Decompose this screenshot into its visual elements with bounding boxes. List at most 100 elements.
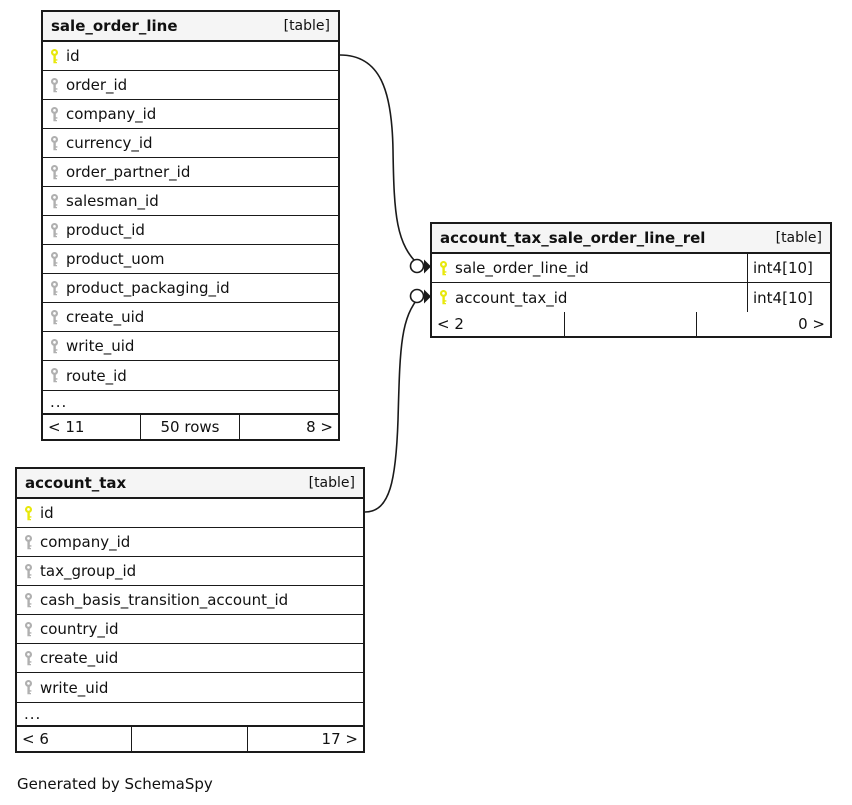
foreign-key-icon: [51, 106, 58, 121]
column-row[interactable]: product_uom: [43, 245, 338, 274]
column-name-label: product_id: [66, 221, 145, 239]
column-row[interactable]: order_id: [43, 71, 338, 100]
column-row[interactable]: write_uid: [43, 332, 338, 361]
column-name-label: company_id: [40, 533, 131, 551]
foreign-key-icon: [51, 338, 58, 353]
column-row[interactable]: id: [43, 42, 338, 71]
foreign-key-icon: [51, 280, 58, 295]
table-header-sale-order-line: sale_order_line[table]: [43, 12, 338, 42]
table-footer: < 6 17 >: [17, 727, 363, 751]
column-name-cell: product_id: [43, 221, 338, 239]
column-name-cell: tax_group_id: [17, 562, 363, 580]
foreign-key-icon: [51, 222, 58, 237]
column-row[interactable]: write_uid: [17, 673, 363, 702]
column-row[interactable]: tax_group_id: [17, 557, 363, 586]
column-name-cell: country_id: [17, 620, 363, 638]
column-type-cell: int4[10]: [747, 254, 830, 282]
relationship-endpoint-circle: [409, 288, 425, 304]
foreign-key-icon: [25, 680, 32, 695]
column-name-cell: write_uid: [17, 679, 363, 697]
column-row[interactable]: account_tax_id int4[10]: [432, 283, 830, 312]
more-columns-ellipsis: ...: [43, 390, 338, 415]
column-name-label: create_uid: [40, 649, 119, 667]
column-row[interactable]: create_uid: [17, 644, 363, 673]
column-name-label: salesman_id: [66, 192, 159, 210]
footer-child-count[interactable]: 17 >: [321, 730, 358, 748]
column-row[interactable]: create_uid: [43, 303, 338, 332]
footer-parent-count[interactable]: < 11: [43, 415, 142, 439]
table-kind-label: [table]: [775, 230, 822, 246]
primary-key-icon: [440, 290, 447, 305]
foreign-key-icon: [25, 563, 32, 578]
foreign-key-icon: [51, 193, 58, 208]
column-name-cell: product_uom: [43, 250, 338, 268]
column-name-label: account_tax_id: [455, 288, 568, 307]
foreign-key-icon: [25, 534, 32, 549]
footer-child-count[interactable]: 8 >: [306, 418, 333, 436]
table-footer: < 2 0 >: [432, 312, 830, 336]
foreign-key-icon: [51, 164, 58, 179]
column-name-cell: salesman_id: [43, 192, 338, 210]
table-sale-order-line[interactable]: sale_order_line[table]id order_id company_…: [41, 10, 340, 441]
column-row[interactable]: company_id: [43, 100, 338, 129]
footer-row-count: [565, 312, 698, 336]
column-name-label: id: [40, 504, 54, 522]
column-row[interactable]: country_id: [17, 615, 363, 644]
foreign-key-icon: [51, 77, 58, 92]
footer-child-count[interactable]: 0 >: [798, 315, 826, 333]
foreign-key-icon: [25, 650, 32, 665]
column-name-cell: company_id: [43, 105, 338, 123]
foreign-key-icon: [51, 251, 58, 266]
column-row[interactable]: product_packaging_id: [43, 274, 338, 303]
column-name-cell: write_uid: [43, 337, 338, 355]
table-account-tax-sale-order-line-rel[interactable]: account_tax_sale_order_line_rel [table] sa…: [430, 222, 832, 338]
column-name-label: route_id: [66, 366, 127, 385]
primary-key-icon: [51, 48, 58, 63]
footer-parent-count[interactable]: < 2: [432, 312, 565, 336]
column-type-cell: int4[10]: [747, 283, 830, 312]
more-columns-ellipsis: ...: [17, 702, 363, 727]
column-name-cell: account_tax_id: [432, 289, 747, 307]
foreign-key-icon: [51, 368, 58, 383]
column-name-label: tax_group_id: [40, 562, 137, 580]
primary-key-icon: [440, 260, 447, 275]
table-header-account-tax-sale-order-line-rel: account_tax_sale_order_line_rel [table]: [432, 224, 830, 254]
column-name-cell: route_id: [43, 367, 338, 385]
column-row[interactable]: product_id: [43, 216, 338, 245]
column-list: id order_id company_id currency_id order_par…: [43, 42, 338, 390]
table-title: account_tax_sale_order_line_rel: [440, 229, 706, 247]
footer-row-count: 50 rows: [141, 415, 240, 439]
column-list: id company_id tax_group_id cash_basis_trans…: [17, 499, 363, 702]
relationship-edge-sale-order-line: [339, 54, 421, 267]
column-name-label: order_id: [66, 76, 128, 94]
column-name-label: currency_id: [66, 134, 153, 152]
column-name-label: write_uid: [40, 678, 109, 697]
column-name-label: order_partner_id: [66, 163, 191, 181]
column-row[interactable]: salesman_id: [43, 187, 338, 216]
foreign-key-icon: [51, 309, 58, 324]
footer-parent-count[interactable]: < 6: [17, 727, 133, 751]
column-row[interactable]: currency_id: [43, 129, 338, 158]
column-name-cell: order_id: [43, 76, 338, 94]
column-name-cell: order_partner_id: [43, 163, 338, 181]
column-name-cell: product_packaging_id: [43, 279, 338, 297]
column-row[interactable]: company_id: [17, 528, 363, 557]
column-row[interactable]: order_partner_id: [43, 158, 338, 187]
column-row[interactable]: route_id: [43, 361, 338, 390]
column-name-cell: company_id: [17, 533, 363, 551]
column-name-cell: create_uid: [43, 308, 338, 326]
column-name-label: product_packaging_id: [66, 279, 230, 297]
column-row[interactable]: id: [17, 499, 363, 528]
column-name-cell: id: [43, 47, 338, 65]
column-row[interactable]: cash_basis_transition_account_id: [17, 586, 363, 615]
column-name-label: company_id: [66, 105, 157, 123]
relationship-edge-account-tax: [364, 295, 421, 513]
column-name-label: id: [66, 47, 80, 65]
table-kind-label: [table]: [308, 475, 355, 491]
table-kind-label: [table]: [283, 18, 330, 34]
relationship-endpoint-circle: [409, 258, 425, 274]
